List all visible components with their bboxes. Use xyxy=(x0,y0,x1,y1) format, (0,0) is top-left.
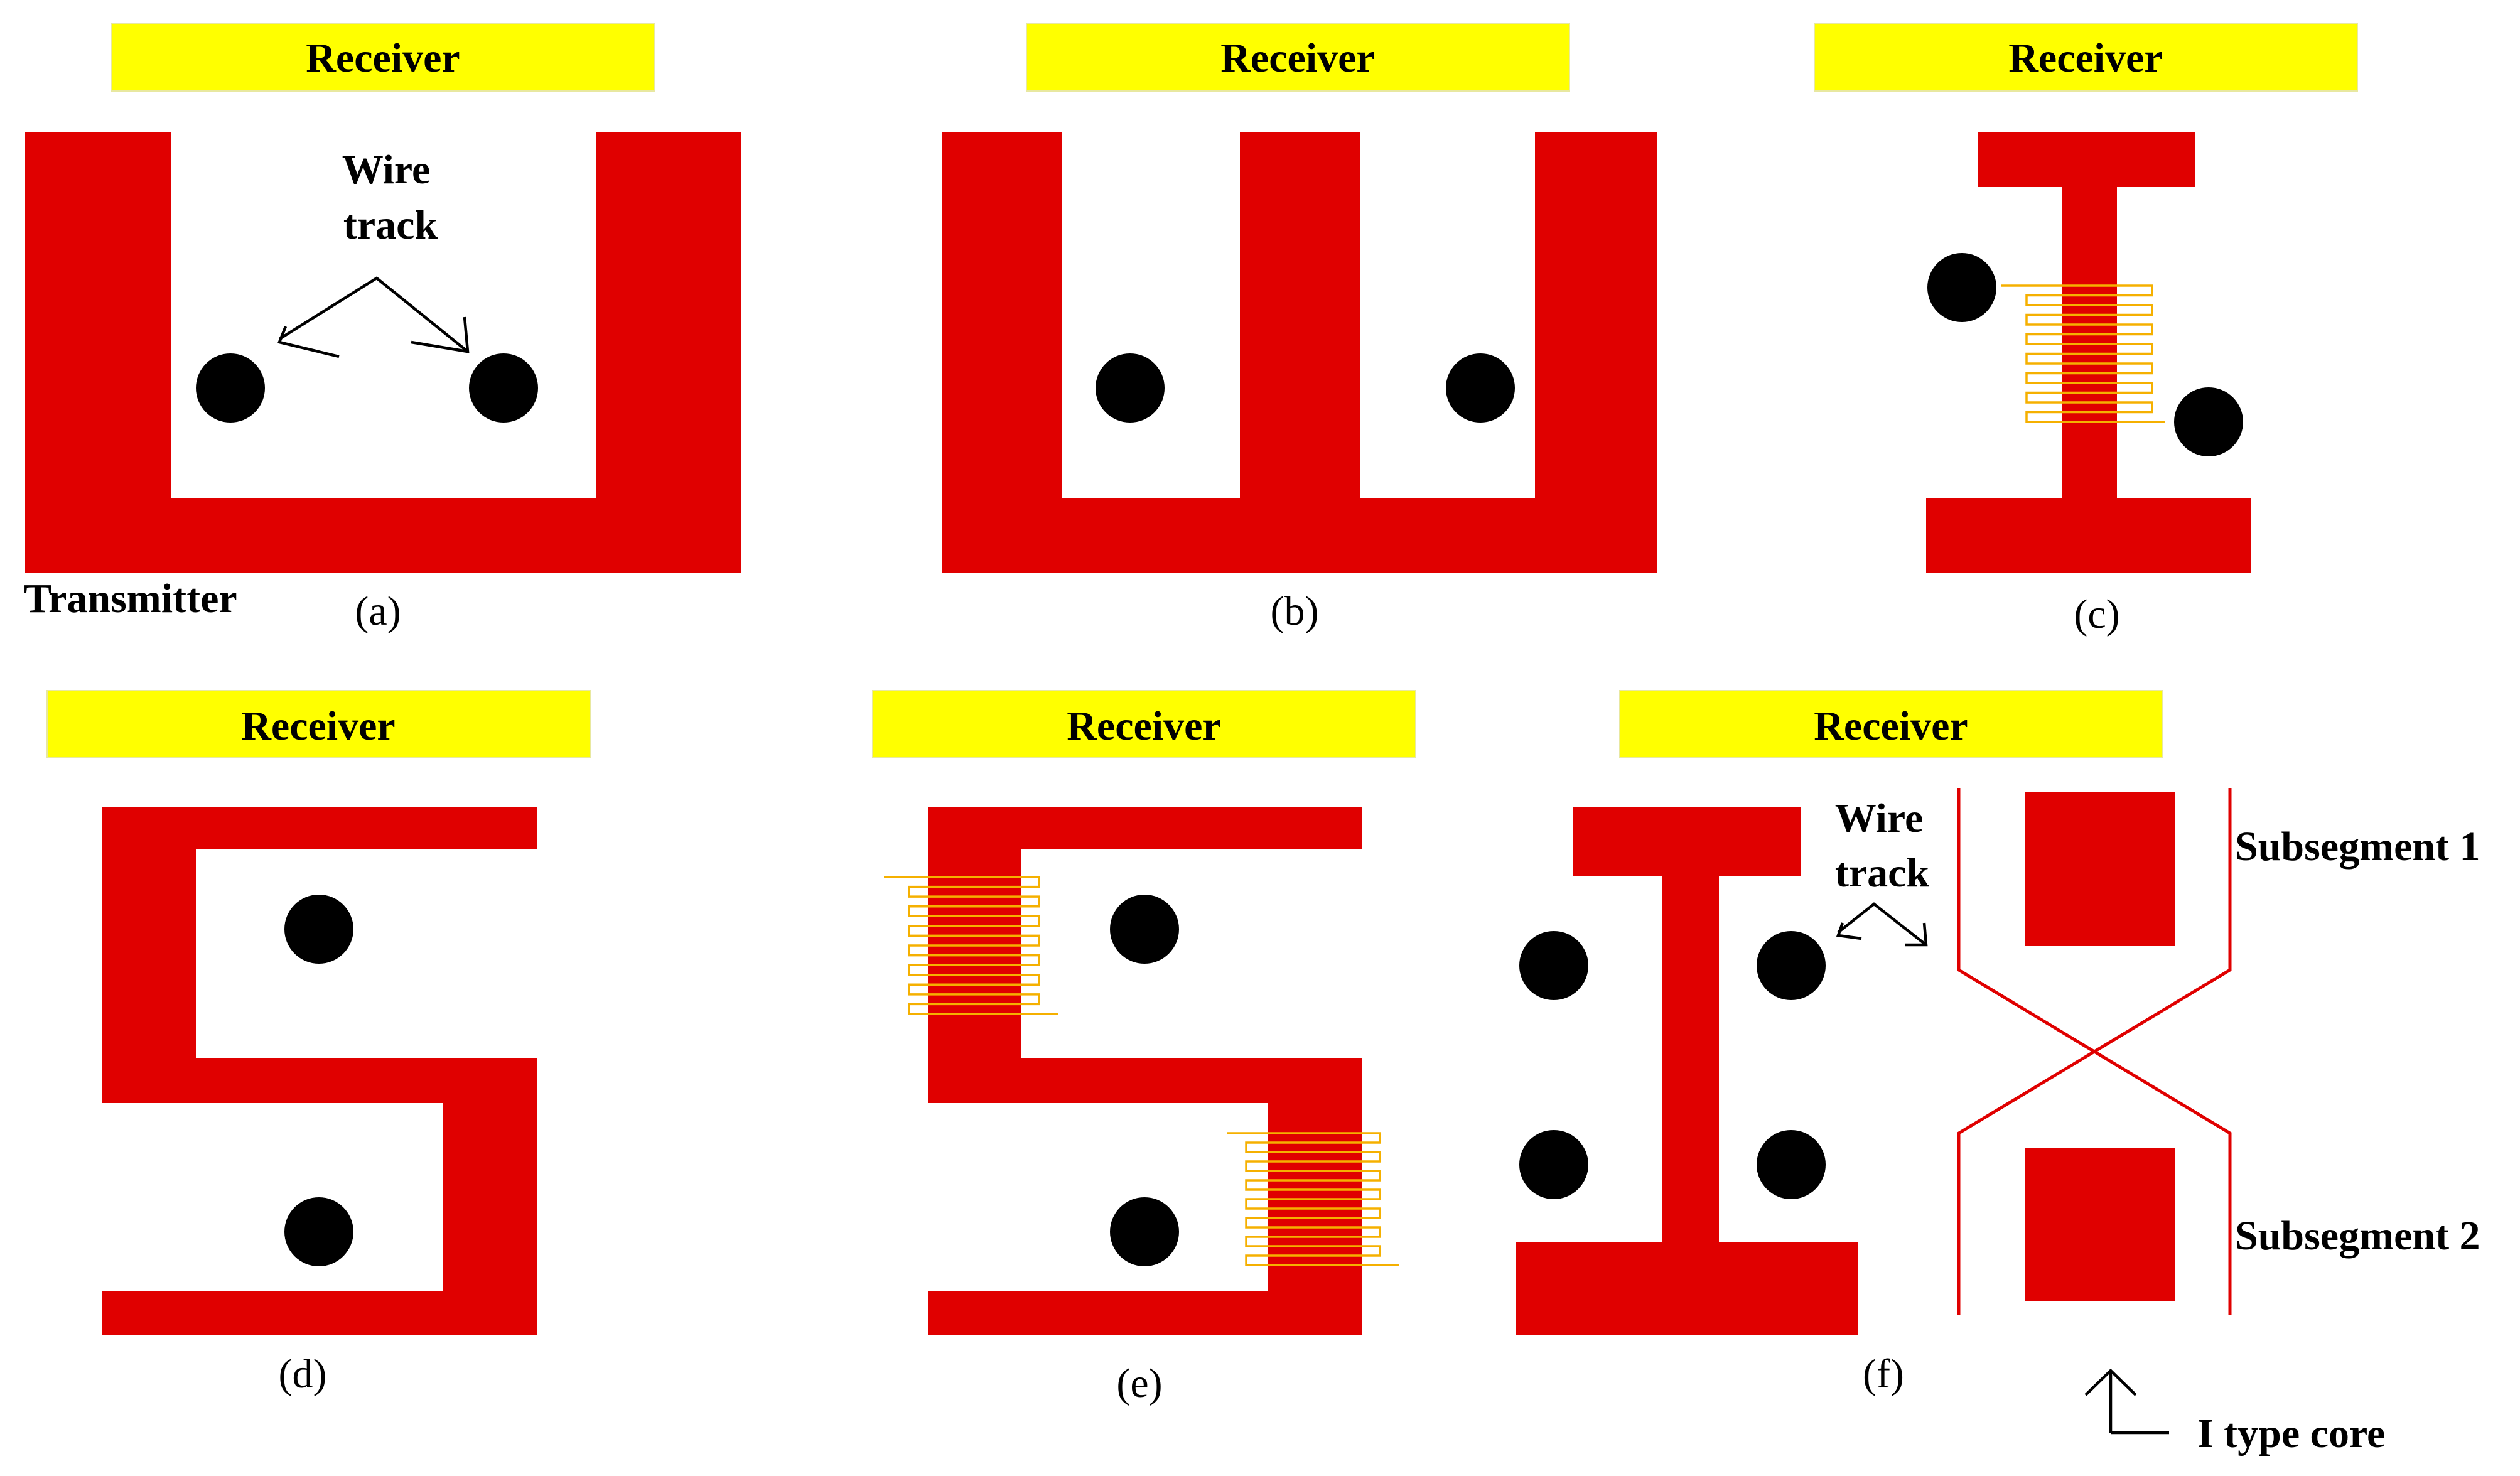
pole-plus-f-left xyxy=(1519,931,1588,1000)
i-core-f xyxy=(1516,807,1858,1335)
winding-coil-c xyxy=(2001,284,2165,423)
panel-a: Receiver Wire track Transmitter (a) xyxy=(24,23,741,634)
receiver-bar-b: Receiver xyxy=(1026,23,1570,92)
wire-track-label-line1-f: Wire xyxy=(1835,795,1924,841)
pole-minus-a xyxy=(469,353,538,423)
pole-minus-d xyxy=(284,1197,353,1266)
pole-plus-e xyxy=(1110,895,1179,964)
panel-e: Receiver (e) xyxy=(872,690,1416,1406)
receiver-label-c: Receiver xyxy=(2008,35,2162,81)
u-core-a xyxy=(25,132,741,573)
receiver-label-a: Receiver xyxy=(306,35,460,81)
caption-b: (b) xyxy=(1271,588,1319,634)
panel-d: Receiver (d) xyxy=(46,690,591,1397)
crossed-wire-track xyxy=(1957,788,2232,1315)
wire-track-label-line2-a: track xyxy=(343,202,438,248)
receiver-label-f: Receiver xyxy=(1814,703,1968,749)
pole-plus-d xyxy=(284,895,353,964)
e-core-b xyxy=(942,132,1657,573)
subsegment-core-1 xyxy=(2025,792,2175,946)
pole-minus-f-left xyxy=(1519,1130,1588,1199)
wire-track-label-line1-a: Wire xyxy=(342,147,431,193)
pole-minus-e xyxy=(1110,1197,1179,1266)
i-core-c xyxy=(1926,132,2251,573)
subsegment-label-2: Subsegment 2 xyxy=(2235,1213,2480,1259)
receiver-bar-c: Receiver xyxy=(1814,23,2358,92)
receiver-bar-d: Receiver xyxy=(46,690,591,758)
caption-a: (a) xyxy=(355,588,401,634)
subsegment-core-2 xyxy=(2025,1148,2175,1301)
pole-minus-f-right xyxy=(1757,1130,1826,1199)
pole-plus-c xyxy=(1927,253,1996,322)
caption-c: (c) xyxy=(2074,591,2119,637)
receiver-bar-a: Receiver xyxy=(111,23,655,92)
transmitter-label: Transmitter xyxy=(24,576,237,622)
subsegment-label-1: Subsegment 1 xyxy=(2235,824,2480,870)
i-type-core-arrow xyxy=(2084,1368,2169,1435)
s-core-e xyxy=(928,807,1362,1335)
pole-minus-c xyxy=(2174,387,2243,456)
wire-track-label-line2-f: track xyxy=(1835,850,1930,896)
receiver-label-b: Receiver xyxy=(1220,35,1374,81)
pole-plus-f-right xyxy=(1757,931,1826,1000)
i-type-core-label: I type core xyxy=(2197,1411,2385,1457)
wire-track-arrow-a xyxy=(277,276,470,358)
receiver-bar-f: Receiver xyxy=(1619,690,2163,758)
panel-b: Receiver (b) xyxy=(942,23,1657,634)
s-core-d xyxy=(102,807,537,1335)
winding-coil-e-upper xyxy=(884,876,1058,1015)
winding-coil-e-lower xyxy=(1227,1132,1399,1266)
caption-f: (f) xyxy=(1863,1351,1904,1397)
panel-f: Receiver Wire track Subsegment 1 Subsegm… xyxy=(1516,690,2480,1457)
pole-minus-b xyxy=(1446,353,1515,423)
pole-plus-a xyxy=(196,353,265,423)
panel-c: Receiver (c) xyxy=(1814,23,2358,637)
caption-e: (e) xyxy=(1116,1360,1162,1406)
receiver-label-d: Receiver xyxy=(241,703,395,749)
receiver-bar-e: Receiver xyxy=(872,690,1416,758)
receiver-label-e: Receiver xyxy=(1067,703,1220,749)
caption-d: (d) xyxy=(279,1351,327,1397)
pole-plus-b xyxy=(1096,353,1165,423)
wire-track-arrow-f xyxy=(1836,902,1928,947)
